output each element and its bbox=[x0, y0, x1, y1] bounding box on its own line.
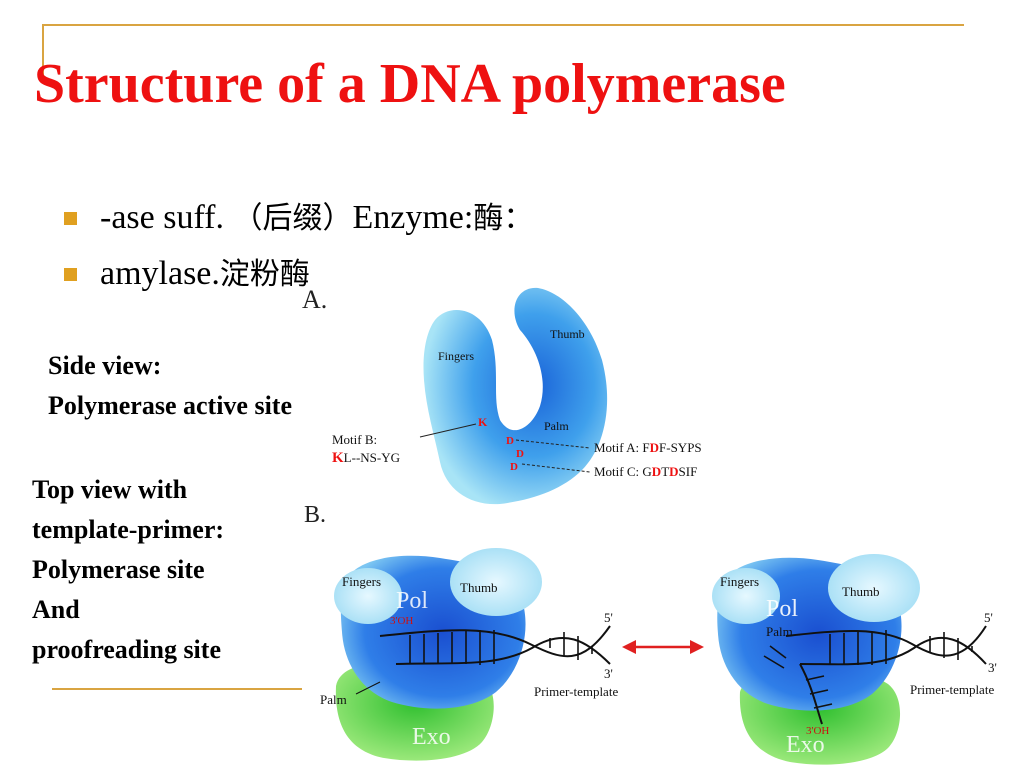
palm-label: Palm bbox=[766, 624, 793, 639]
double-arrow-icon bbox=[622, 640, 704, 654]
residue-d1-label: D bbox=[506, 435, 514, 447]
thumb-domain-shape bbox=[450, 548, 542, 616]
bullet-item-ase: -ase suff. （后缀）Enzyme:酶： bbox=[62, 190, 533, 246]
figure-b-top-view: B. Fingers Thumb Pol Exo 3'OH 5' 3' Prim… bbox=[304, 502, 997, 765]
bullet-list: -ase suff. （后缀）Enzyme:酶： amylase.淀粉酶 bbox=[62, 190, 533, 302]
dna-strand-top bbox=[379, 625, 611, 658]
caption-top-view-line: Polymerase site bbox=[32, 555, 205, 584]
caption-side-view: Side view: Polymerase active site bbox=[48, 346, 292, 426]
exo-label: Exo bbox=[412, 724, 451, 750]
motif-c-pointer bbox=[521, 463, 591, 473]
polymerase-side-shape bbox=[423, 287, 608, 505]
primer-frayed-strand bbox=[799, 663, 823, 725]
bullet-square-icon bbox=[64, 212, 77, 225]
frame-bottom-rule bbox=[52, 688, 302, 690]
fingers-domain-shape bbox=[712, 568, 780, 624]
caption-side-view-line: Side view: bbox=[48, 351, 162, 380]
five-prime-label: 5' bbox=[604, 610, 613, 625]
motif-a-pointer bbox=[515, 439, 591, 449]
fingers-label: Fingers bbox=[720, 574, 759, 589]
palm-pointer bbox=[355, 681, 381, 695]
three-prime-label: 3' bbox=[988, 660, 997, 675]
figure-a-side-view: A. Fingers Thumb Palm K D D D Motif B: K… bbox=[302, 285, 702, 505]
motif-a-label: Motif A: FDF-SYPS bbox=[594, 440, 702, 455]
caption-side-view-line: Polymerase active site bbox=[48, 391, 293, 420]
bullet-ase-enzyme: Enzyme: bbox=[352, 199, 474, 236]
palm-label: Palm bbox=[544, 419, 569, 433]
three-prime-label: 3' bbox=[604, 666, 613, 681]
thumb-domain-shape bbox=[828, 554, 920, 622]
palm-label: Palm bbox=[320, 692, 347, 707]
fingers-domain-shape bbox=[334, 568, 402, 624]
motif-b-sequence: KL--NS-YG bbox=[332, 450, 400, 466]
dna-strand-top bbox=[785, 625, 987, 657]
panel-label-b: B. bbox=[304, 502, 326, 528]
dna-rungs bbox=[763, 630, 973, 709]
exonuclease-mode-complex: Fingers Thumb Pol Palm 3'OH Exo 5' 3' Pr… bbox=[712, 554, 997, 765]
slide-title: Structure of a DNA polymerase bbox=[34, 53, 786, 115]
motif-b-label: Motif B: bbox=[332, 432, 377, 447]
residue-k-label: K bbox=[478, 415, 488, 429]
frame-left-rule bbox=[42, 24, 44, 76]
motif-c-label: Motif C: GDTDSIF bbox=[594, 464, 697, 479]
oh-label: 3'OH bbox=[390, 615, 413, 627]
dna-rungs bbox=[409, 630, 593, 665]
panel-label-a: A. bbox=[302, 285, 327, 314]
dna-strand-bottom bbox=[799, 637, 987, 666]
bullet-ase-enzyme-cjk: 酶： bbox=[473, 201, 534, 236]
bullet-item-amylase: amylase.淀粉酶 bbox=[62, 246, 533, 302]
caption-top-view-line: Top view with bbox=[32, 475, 188, 504]
oh-label: 3'OH bbox=[806, 725, 829, 737]
residue-d3-label: D bbox=[510, 461, 518, 473]
bullet-ase-text: -ase suff. bbox=[100, 199, 233, 236]
pol-label: Pol bbox=[766, 596, 798, 622]
bullet-ase-cjk: （后缀） bbox=[232, 201, 353, 236]
primer-template-label: Primer-template bbox=[910, 682, 994, 697]
bullet-square-icon bbox=[64, 268, 77, 281]
bullet-amylase-cjk: 淀粉酶 bbox=[219, 257, 310, 292]
caption-top-view: Top view with template-primer: Polymeras… bbox=[32, 470, 224, 670]
caption-top-view-line: template-primer: bbox=[32, 515, 225, 544]
polymerase-mode-complex: Fingers Thumb Pol Exo 3'OH 5' 3' Primer-… bbox=[320, 548, 618, 761]
thumb-label: Thumb bbox=[550, 327, 585, 341]
five-prime-label: 5' bbox=[984, 610, 993, 625]
residue-d2-label: D bbox=[516, 448, 524, 460]
fingers-label: Fingers bbox=[342, 574, 381, 589]
fingers-label: Fingers bbox=[438, 349, 474, 363]
caption-top-view-line: And bbox=[32, 595, 80, 624]
thumb-label: Thumb bbox=[460, 580, 498, 595]
exo-label: Exo bbox=[786, 732, 825, 758]
pol-label: Pol bbox=[396, 588, 428, 614]
thumb-label: Thumb bbox=[842, 584, 880, 599]
primer-template-label: Primer-template bbox=[534, 684, 618, 699]
dna-strand-bottom bbox=[395, 637, 611, 665]
caption-top-view-line: proofreading site bbox=[32, 635, 221, 664]
bullet-amylase-text: amylase. bbox=[100, 255, 220, 292]
motif-b-pointer bbox=[419, 423, 477, 438]
frame-top-rule bbox=[42, 24, 964, 26]
